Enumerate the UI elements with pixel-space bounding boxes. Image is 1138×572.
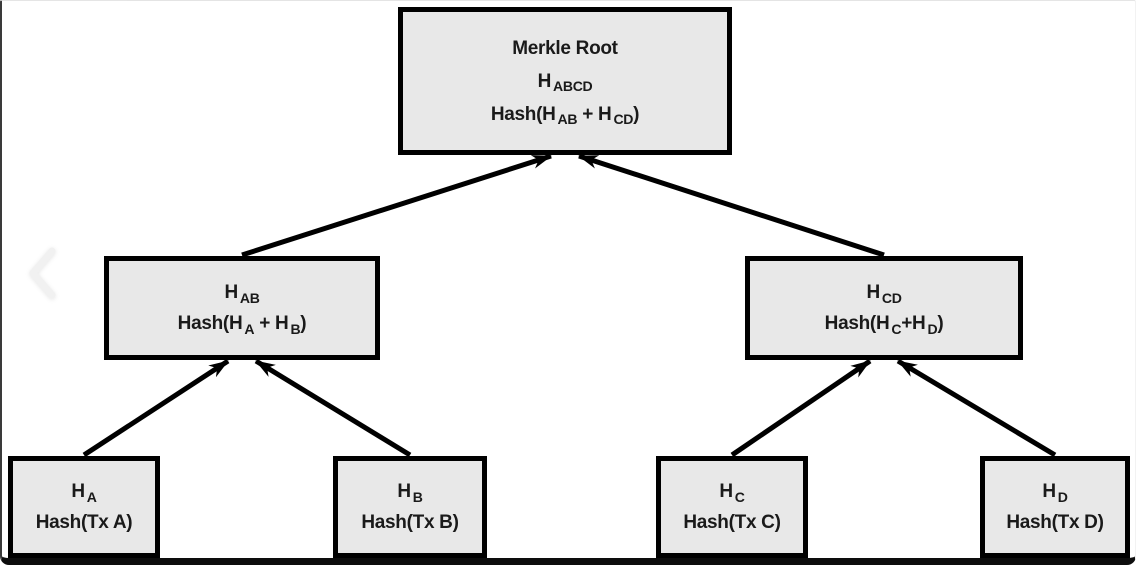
edge-ha-hab [82,358,230,458]
edge-hab-root [241,153,552,258]
node-text-line: Hash(Tx C) [683,512,781,533]
node-text-line: Hash(Tx A) [35,512,133,533]
edge-hd-hcd [896,358,1057,458]
prev-page-button[interactable] [22,245,62,303]
node-text-line: Hash(Tx D) [1006,512,1104,533]
node-text-line: Merkle Root [512,37,618,59]
node-text-line: Hash(Tx B) [361,512,459,533]
edge-hc-hcd [730,358,872,458]
edge-hb-hab [254,358,412,458]
chevron-left-icon [24,247,60,303]
edge-hcd-root [578,153,885,258]
